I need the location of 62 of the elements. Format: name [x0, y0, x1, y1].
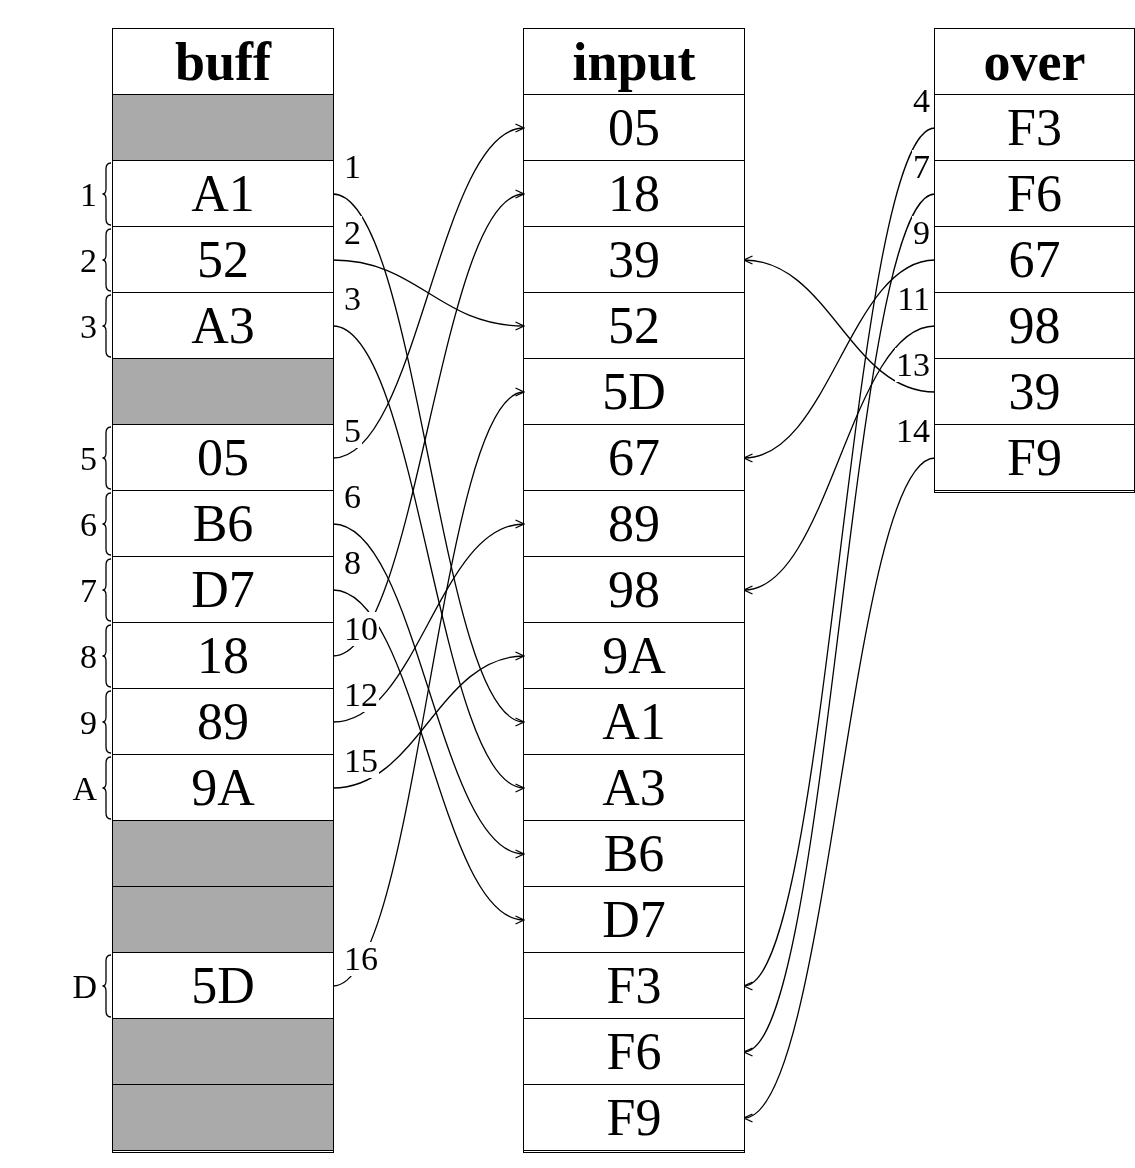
- cell-value: 52: [608, 299, 660, 352]
- column-header: buff: [175, 34, 271, 89]
- arrow: [332, 589, 525, 922]
- cell-value: 18: [608, 167, 660, 220]
- arrow: [743, 325, 936, 593]
- cell-value: 9A: [602, 629, 666, 682]
- index-label: 6: [79, 508, 97, 542]
- cell-value: F6: [606, 1025, 662, 1078]
- arrow: [332, 126, 525, 459]
- empty-cell: [113, 1019, 333, 1085]
- cell-value: 5D: [602, 365, 666, 418]
- index-label: 5: [79, 442, 97, 476]
- arrow: [332, 652, 525, 789]
- cell-value: 05: [197, 431, 249, 484]
- cell-value: D7: [602, 893, 666, 946]
- cell-value: 39: [608, 233, 660, 286]
- memory-column: [934, 28, 1135, 493]
- cell-value: F3: [606, 959, 662, 1012]
- cell-value: F6: [1007, 167, 1062, 220]
- cell-value: F9: [606, 1091, 662, 1144]
- empty-cell: [113, 887, 333, 953]
- cell-value: 67: [1008, 233, 1061, 286]
- cell-value: 52: [197, 233, 249, 286]
- arrow: [332, 523, 525, 856]
- cell-value: 89: [197, 695, 249, 748]
- cell-value: D7: [191, 563, 255, 616]
- index-label: 8: [79, 640, 97, 674]
- column-header: over: [983, 34, 1086, 89]
- cell-value: A3: [602, 761, 666, 814]
- index-label: 1: [79, 178, 97, 212]
- memory-column: [523, 28, 745, 1153]
- cell-value: 05: [608, 101, 660, 154]
- cell-value: A3: [191, 299, 255, 352]
- empty-cell: [113, 95, 333, 161]
- cell-value: F3: [1007, 101, 1062, 154]
- cell-value: B6: [603, 827, 665, 880]
- cell-value: 18: [197, 629, 249, 682]
- arrow: [332, 259, 525, 331]
- arrow: [743, 259, 936, 461]
- edge-label: 13: [895, 348, 931, 382]
- cell-value: A1: [191, 167, 255, 220]
- arrow: [743, 256, 936, 393]
- cell-value: 9A: [191, 761, 255, 814]
- empty-cell: [113, 359, 333, 425]
- cell-value: 98: [608, 563, 660, 616]
- index-label: D: [71, 970, 97, 1004]
- cell-value: 98: [1008, 299, 1061, 352]
- cell-value: 5D: [191, 959, 255, 1012]
- index-label: 2: [79, 244, 97, 278]
- empty-cell: [113, 1085, 333, 1151]
- index-label: 3: [79, 310, 97, 344]
- cell-value: 67: [608, 431, 660, 484]
- cell-value: 39: [1008, 365, 1061, 418]
- index-label: 7: [79, 574, 97, 608]
- cell-value: A1: [602, 695, 666, 748]
- cell-value: 89: [608, 497, 660, 550]
- index-label: A: [71, 772, 97, 806]
- cell-value: B6: [192, 497, 254, 550]
- arrow: [332, 521, 525, 723]
- cell-value: F9: [1007, 431, 1062, 484]
- index-label: 9: [79, 706, 97, 740]
- empty-cell: [113, 821, 333, 887]
